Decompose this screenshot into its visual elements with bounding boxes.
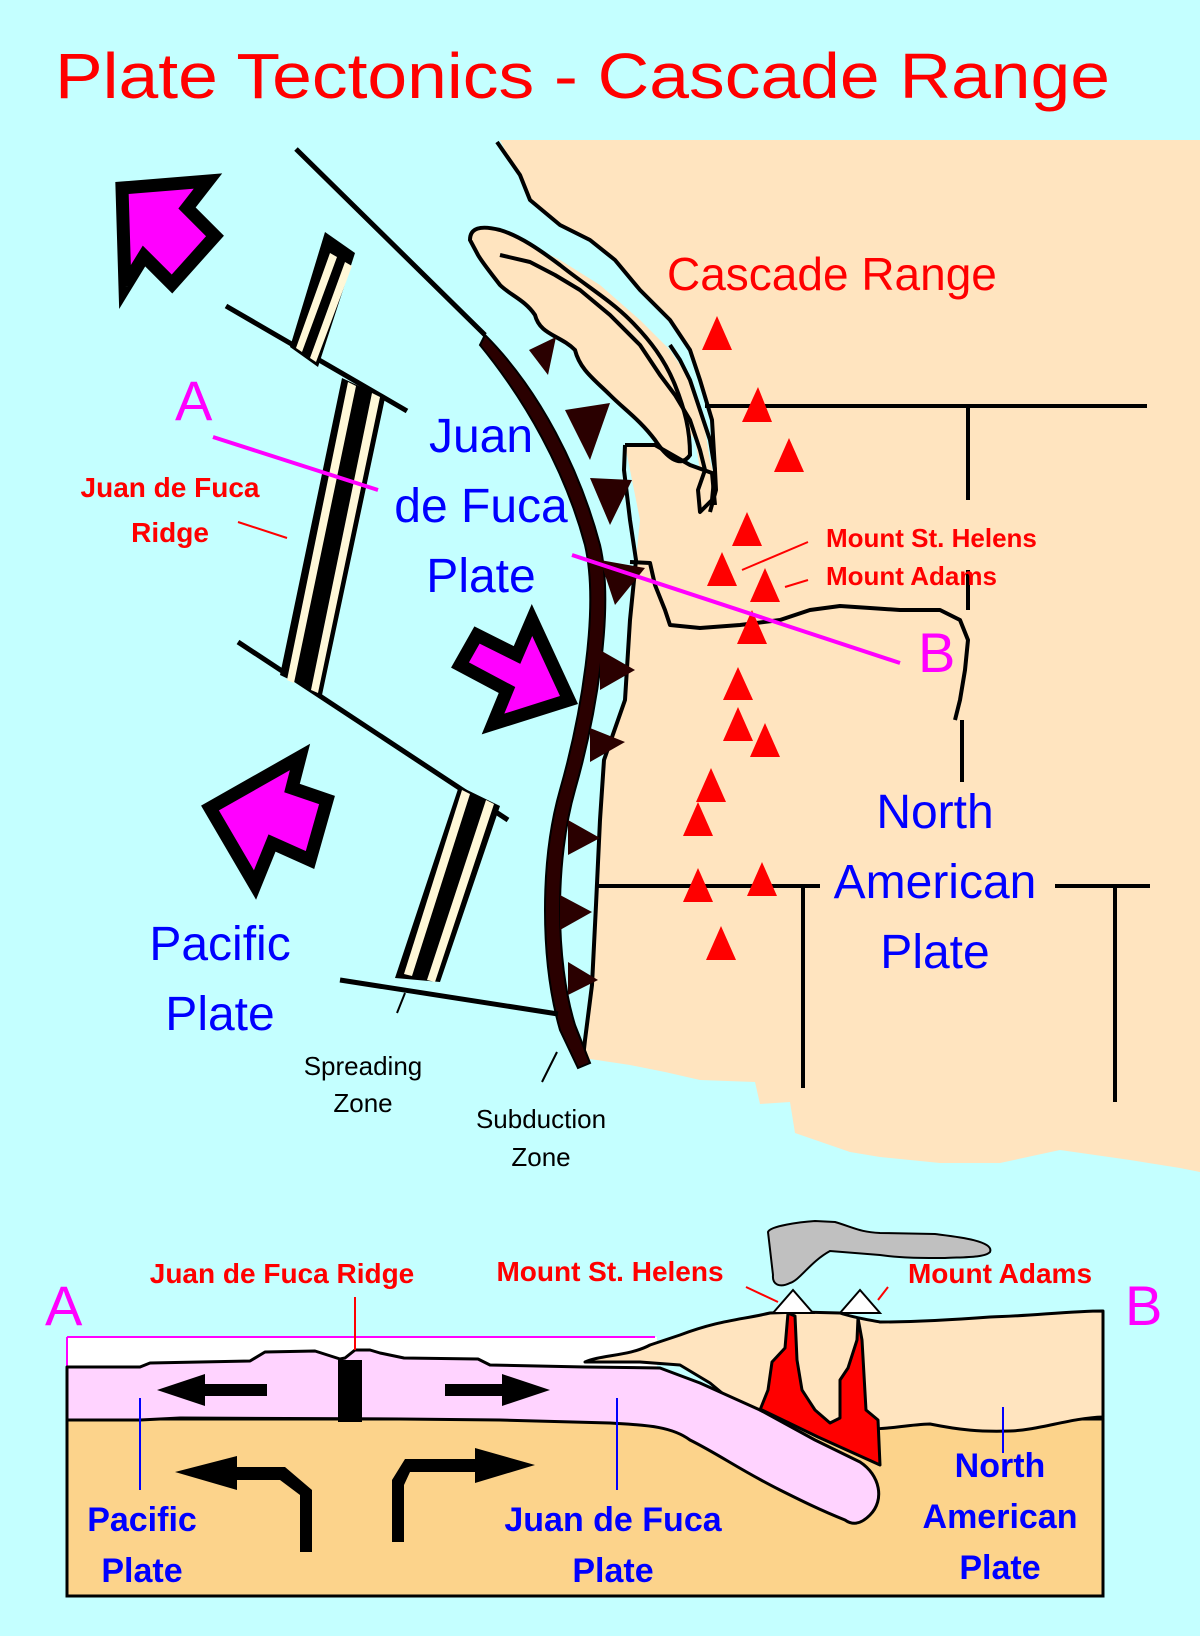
arrow-right-icon	[445, 1374, 550, 1406]
volcano-icon	[774, 438, 804, 472]
mount-st-helens-label: Mount St. Helens	[826, 523, 1037, 553]
cs-pacific-plate-label-1: Pacific	[87, 1501, 197, 1539]
juan-de-fuca-ridge-label-1: Juan de Fuca	[81, 472, 260, 503]
adams-leader-line	[784, 579, 809, 588]
ash-cloud-icon	[766, 1219, 992, 1287]
section-label-a: A	[175, 369, 213, 432]
volcano-icon	[742, 387, 772, 422]
cs-na-plate-label-2: American	[923, 1498, 1078, 1536]
north-american-plate-label-1: North	[876, 786, 993, 839]
volcano-icon	[750, 723, 780, 757]
arrow-northwest-icon	[115, 173, 224, 309]
spreading-zone-label-1: Spreading	[304, 1051, 423, 1081]
arrow-northwest-lower-icon	[201, 743, 335, 900]
north-american-plate-label-2: American	[834, 856, 1037, 909]
cross-section-label-a: A	[45, 1274, 83, 1337]
cs-jdf-plate-label-2: Plate	[572, 1552, 653, 1590]
juan-de-fuca-plate-label-1: Juan	[429, 410, 533, 463]
subduction-zone-label-2: Zone	[511, 1142, 570, 1172]
st-helens-leader-line	[741, 541, 809, 571]
page-title: Plate Tectonics - Cascade Range	[55, 40, 1110, 112]
cs-na-plate-label-1: North	[955, 1447, 1046, 1485]
subduction-zone-leader	[541, 1051, 558, 1083]
volcano-icon	[732, 512, 762, 546]
volcano-icon	[702, 316, 732, 350]
volcano-icon	[723, 667, 753, 700]
volcano-icon	[706, 926, 736, 960]
volcano-icon	[683, 868, 713, 902]
map-labels: Cascade Range Juan de Fuca Plate Juan de…	[81, 248, 1037, 1172]
volcano-icon	[737, 610, 767, 644]
plate-motion-arrows	[115, 173, 578, 900]
cs-na-plate-label-3: Plate	[959, 1549, 1040, 1587]
cross-section-label-b: B	[1125, 1274, 1162, 1337]
cross-section: A B Juan de Fuca Ridge Mount St. Helens …	[45, 1219, 1162, 1598]
volcano-icon	[747, 862, 777, 896]
cs-jdf-plate-label-1: Juan de Fuca	[504, 1501, 722, 1539]
juan-de-fuca-ridge-label-2: Ridge	[131, 517, 209, 548]
state-borders	[597, 404, 1150, 1102]
volcano-icon	[723, 707, 753, 741]
section-label-b: B	[918, 621, 955, 684]
juan-de-fuca-plate-label-3: Plate	[426, 550, 535, 603]
section-line-a-b: A B	[175, 369, 955, 684]
spreading-zone-label-2: Zone	[333, 1088, 392, 1118]
volcanoes	[683, 316, 804, 960]
volcano-icon	[707, 552, 737, 586]
cs-ridge-label: Juan de Fuca Ridge	[150, 1258, 415, 1289]
adams-cone-icon	[837, 1288, 883, 1314]
ridge-leader-line	[237, 521, 288, 539]
arrow-southeast-icon	[451, 604, 578, 735]
cs-st-helens-label: Mount St. Helens	[496, 1256, 723, 1287]
volcano-icon	[683, 802, 713, 836]
mount-adams-label: Mount Adams	[826, 561, 997, 591]
cs-pacific-plate-label-2: Plate	[101, 1552, 182, 1590]
volcano-icon	[696, 768, 726, 802]
spreading-zone-leader	[396, 992, 406, 1014]
spreading-ridge	[224, 147, 559, 1017]
convection-arrow-left-icon	[175, 1456, 312, 1552]
st-helens-cone-icon	[770, 1288, 816, 1314]
convection-arrow-right-icon	[392, 1448, 535, 1542]
arrow-left-icon	[157, 1374, 267, 1406]
cs-adams-label: Mount Adams	[908, 1258, 1092, 1289]
subduction-zone-label-1: Subduction	[476, 1104, 606, 1134]
cascade-range-label: Cascade Range	[667, 248, 997, 300]
north-american-plate-label-3: Plate	[880, 926, 989, 979]
pacific-plate-label-1: Pacific	[149, 918, 290, 971]
pacific-plate-label-2: Plate	[165, 988, 274, 1041]
map-land	[467, 140, 1200, 1172]
subduction-trench	[478, 333, 645, 1070]
volcano-icon	[750, 568, 780, 602]
juan-de-fuca-plate-label-2: de Fuca	[394, 480, 568, 533]
